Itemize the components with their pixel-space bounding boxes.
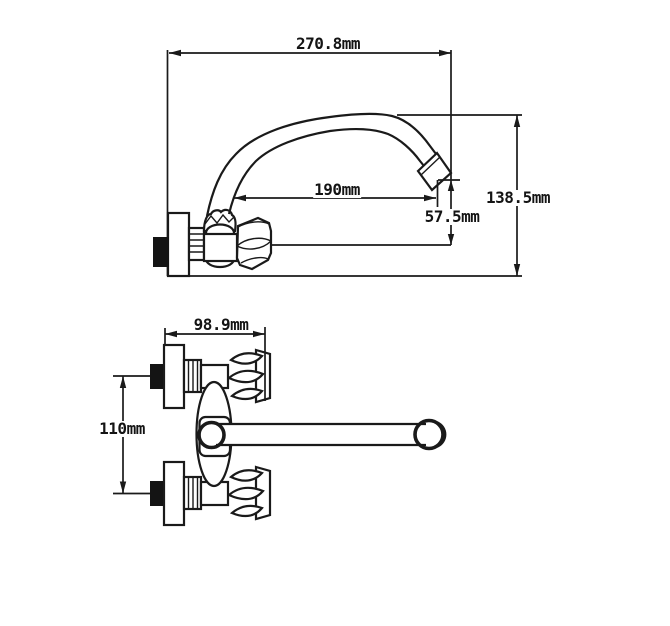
thread-lines bbox=[187, 360, 199, 392]
dim-label-inlet-spacing: 110mm bbox=[98, 419, 146, 438]
dim-label-overall-height: 138.5mm bbox=[485, 188, 551, 207]
handle-mid-lens bbox=[236, 237, 272, 250]
valve-body-side bbox=[202, 232, 239, 263]
supply-stub-side bbox=[153, 237, 169, 267]
handle-top-face bbox=[237, 221, 270, 228]
inlet-assembly bbox=[150, 343, 272, 410]
spout-end-crescent bbox=[436, 421, 447, 448]
spout-swivel-ring bbox=[197, 420, 226, 450]
aerator-nozzle bbox=[416, 151, 453, 192]
handle-lens-2 bbox=[226, 369, 265, 384]
aerator-band bbox=[420, 156, 441, 176]
wall-flange-plan bbox=[162, 343, 186, 410]
threaded-connector-side bbox=[187, 226, 206, 262]
faucet-top-view bbox=[113, 327, 447, 527]
dim-label-overall-width: 270.8mm bbox=[295, 34, 361, 53]
spout-outer-curve bbox=[205, 112, 437, 217]
dim-label-spout-reach: 190mm bbox=[313, 180, 361, 199]
handle-bottom-face bbox=[240, 256, 269, 264]
faucet-side-view bbox=[153, 49, 522, 278]
handle-lens-3 bbox=[229, 387, 264, 401]
handle-knob-side bbox=[235, 216, 273, 271]
spout-pipe-fill bbox=[216, 425, 426, 444]
spout-pipe-plan bbox=[216, 422, 426, 447]
thread-lines bbox=[189, 233, 204, 253]
handle-lens-1 bbox=[228, 352, 264, 365]
dim-label-wall-depth: 98.9mm bbox=[192, 315, 250, 334]
spout-inner-curve bbox=[227, 127, 425, 215]
wall-plate-side bbox=[166, 211, 191, 278]
supply-stub-plan bbox=[150, 364, 165, 389]
dim-label-spout-drop: 57.5mm bbox=[423, 207, 481, 226]
collar-scallops bbox=[204, 213, 235, 225]
